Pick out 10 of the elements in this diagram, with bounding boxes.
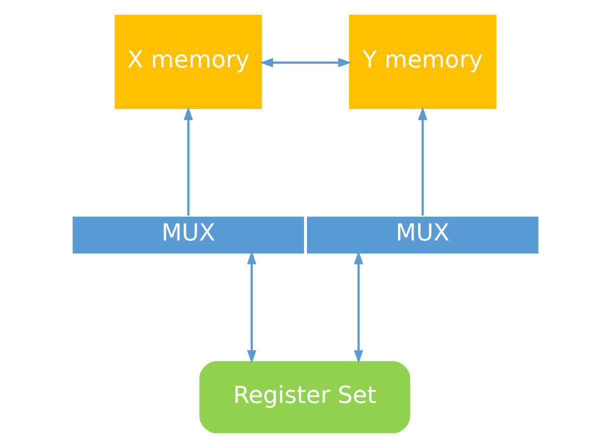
- arrow: [184, 106, 193, 216]
- arrow: [354, 250, 364, 364]
- node-box: MUX: [306, 215, 540, 255]
- arrow: [247, 250, 256, 364]
- node-box: X memory: [113, 13, 264, 111]
- arrow: [418, 106, 428, 216]
- node-box: Y memory: [348, 13, 498, 111]
- arrow: [260, 58, 352, 68]
- node-box: Register Set: [198, 360, 412, 435]
- node-box: MUX: [71, 215, 306, 255]
